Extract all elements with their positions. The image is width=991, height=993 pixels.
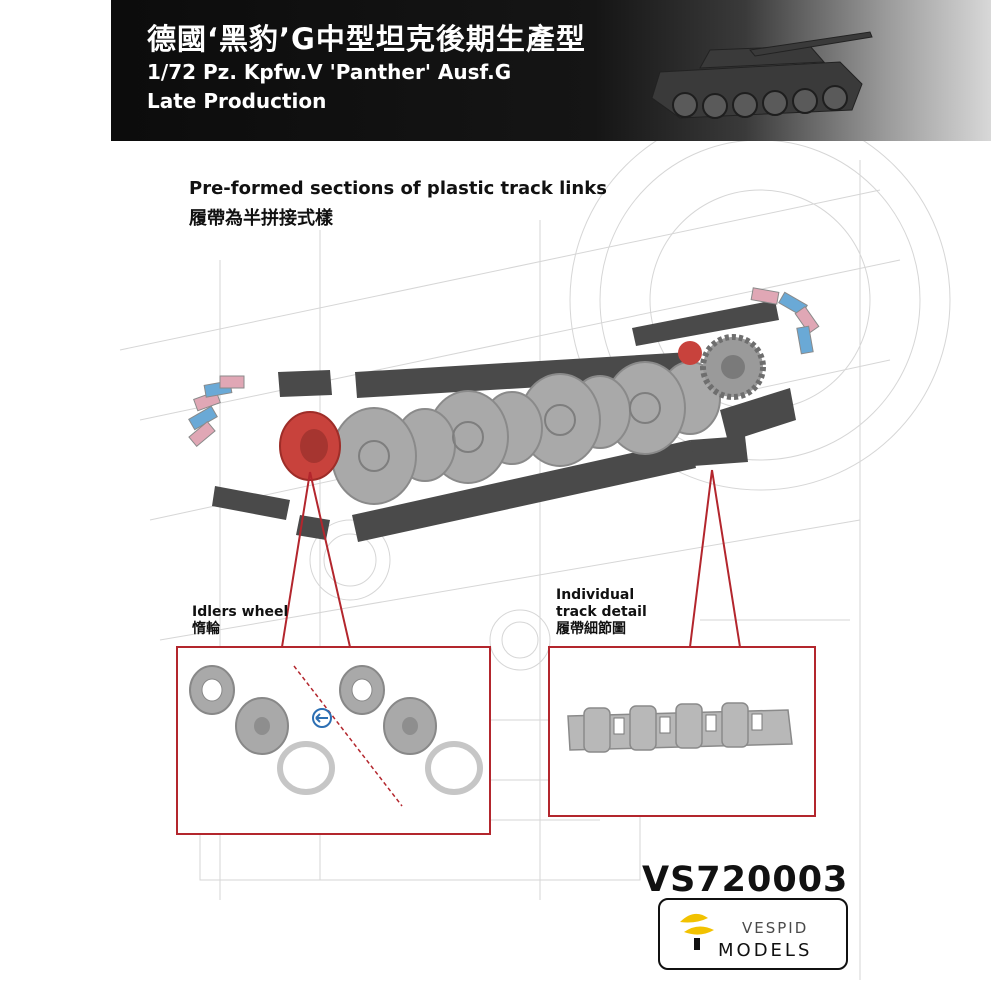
tank-photo bbox=[651, 31, 873, 119]
curved-track-links-left bbox=[188, 375, 245, 448]
idler-detail-box bbox=[176, 646, 491, 835]
brand-name-line1: VESPID bbox=[742, 919, 809, 937]
feature-heading: Pre-formed sections of plastic track lin… bbox=[189, 178, 607, 199]
brand-name-line2: MODELS bbox=[718, 940, 813, 961]
track-label-chinese: 履帶細節圖 bbox=[556, 621, 626, 637]
idler-hub-part-b bbox=[339, 665, 483, 795]
idler-hub-part-a bbox=[189, 665, 335, 795]
feature-heading-chinese: 履帶為半拼接式樣 bbox=[189, 208, 333, 229]
lower-track-section bbox=[212, 440, 696, 542]
wasp-logo-icon bbox=[680, 913, 714, 950]
idler-label-chinese: 惰輪 bbox=[192, 621, 220, 637]
drive-sprocket bbox=[678, 334, 766, 400]
idler-wheel-highlight bbox=[279, 411, 341, 481]
title-english-variant: Late Production bbox=[147, 89, 327, 113]
track-detail-box bbox=[548, 646, 816, 817]
brand-logo-frame bbox=[658, 898, 848, 970]
title-chinese: 德國‘黑豹’G中型坦克後期生產型 bbox=[147, 22, 586, 56]
assembly-arrow-icon bbox=[312, 708, 332, 728]
road-wheels bbox=[331, 361, 721, 505]
track-label-english: Individual bbox=[556, 587, 635, 603]
track-label-english-line2: track detail bbox=[556, 604, 647, 620]
curved-track-links-right bbox=[750, 287, 820, 355]
idler-label-english: Idlers wheel bbox=[192, 604, 289, 620]
upper-track-section bbox=[278, 300, 796, 466]
product-code: VS720003 bbox=[642, 860, 849, 900]
title-english: 1/72 Pz. Kpfw.V 'Panther' Ausf.G bbox=[147, 60, 512, 84]
